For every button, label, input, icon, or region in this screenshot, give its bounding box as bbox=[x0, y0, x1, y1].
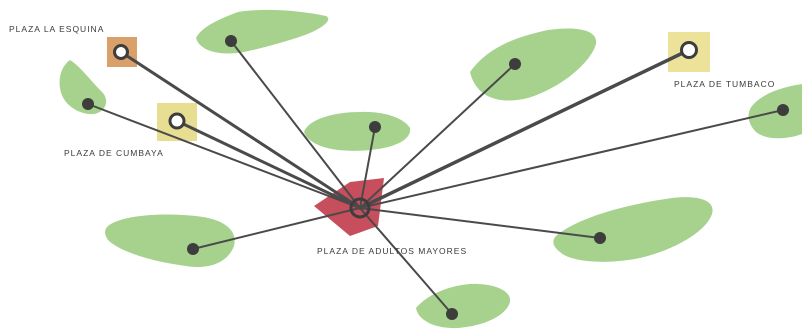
green-area-center bbox=[304, 111, 411, 151]
link-to-plaza-de-cumbaya bbox=[175, 119, 362, 210]
link-to-left-area bbox=[87, 103, 361, 209]
green-area-south bbox=[416, 283, 511, 329]
node-south-west-area[interactable] bbox=[187, 243, 199, 255]
link-to-north-east-area bbox=[359, 63, 516, 209]
node-plaza-de-tumbaco[interactable] bbox=[680, 41, 698, 59]
node-east-area[interactable] bbox=[594, 232, 606, 244]
node-plaza-la-esquina[interactable] bbox=[113, 44, 129, 60]
node-south-area[interactable] bbox=[446, 308, 458, 320]
plaza-highlights bbox=[107, 32, 710, 141]
node-plaza-de-adultos-mayores[interactable] bbox=[349, 197, 371, 219]
link-to-south-area bbox=[359, 207, 453, 315]
link-to-center-area bbox=[359, 126, 376, 209]
plaza-la-esquina-label: PLAZA LA ESQUINA bbox=[9, 24, 104, 34]
green-area-north-east bbox=[470, 28, 597, 101]
node-far-east-area[interactable] bbox=[777, 104, 789, 116]
link-to-top-area bbox=[230, 40, 361, 209]
node-left-area[interactable] bbox=[82, 98, 94, 110]
node-center-area[interactable] bbox=[369, 121, 381, 133]
central-hub-label: PLAZA DE ADULTOS MAYORES bbox=[317, 246, 467, 256]
node-plaza-de-cumbaya[interactable] bbox=[168, 112, 186, 130]
link-to-plaza-de-tumbaco bbox=[358, 48, 691, 210]
green-area-south-west bbox=[105, 214, 235, 268]
link-to-east-area bbox=[359, 207, 601, 239]
green-area-top bbox=[196, 9, 329, 54]
node-top-area[interactable] bbox=[225, 35, 237, 47]
green-area-east bbox=[553, 197, 713, 262]
link-to-south-west-area bbox=[192, 207, 361, 250]
nodes bbox=[82, 35, 789, 320]
link-to-plaza-la-esquina bbox=[119, 50, 362, 210]
plaza-de-cumbaya-label: PLAZA DE CUMBAYA bbox=[64, 148, 164, 158]
link-to-far-east-area bbox=[359, 109, 784, 209]
plaza-de-tumbaco-label: PLAZA DE TUMBACO bbox=[674, 79, 775, 89]
node-north-east-area[interactable] bbox=[509, 58, 521, 70]
central-hub-marker bbox=[314, 178, 384, 236]
green-area-left bbox=[59, 60, 107, 115]
labels: PLAZA LA ESQUINA PLAZA DE CUMBAYA PLAZA … bbox=[9, 24, 775, 256]
connection-lines bbox=[87, 40, 784, 315]
